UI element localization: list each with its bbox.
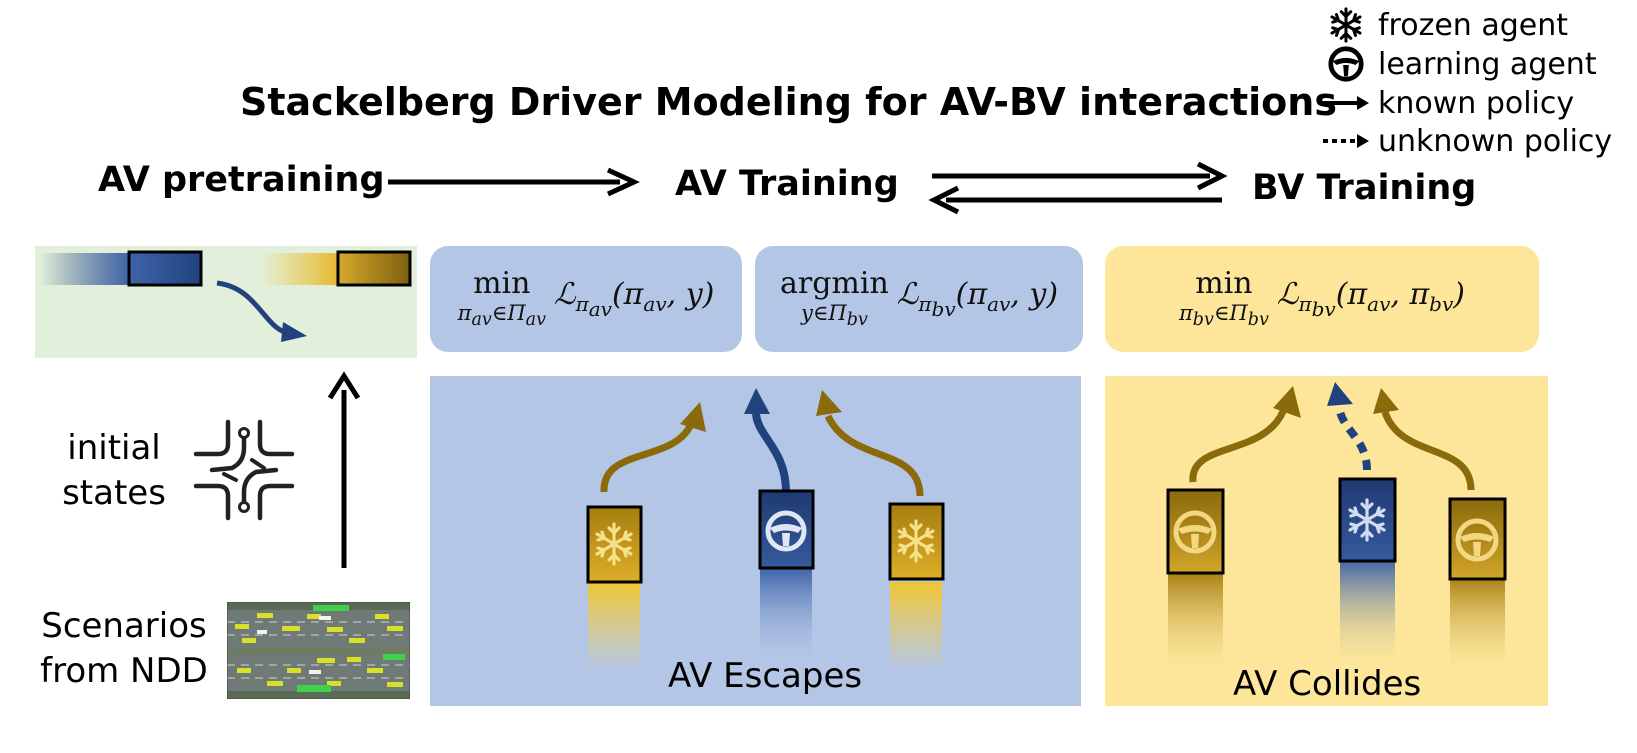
scenarios-line: from NDD <box>40 650 208 691</box>
bv-to-av-arrow <box>928 185 1222 215</box>
formula-bv-min: min πbv∈Πbv ℒπbv(πav, πbv) <box>1105 246 1539 352</box>
intersection-icon <box>193 419 295 521</box>
legend-label: frozen agent <box>1378 7 1569 43</box>
av-car-frozen <box>1338 477 1397 563</box>
legend-item-learning: learning agent <box>1320 45 1597 83</box>
av-collides-panel: AV Collides <box>1105 376 1548 706</box>
formula-operator: min <box>1195 265 1253 301</box>
formula-subscript: πbv∈Πbv <box>1178 300 1269 330</box>
av-arrowhead <box>1327 382 1353 406</box>
bv-right-path <box>1381 410 1475 491</box>
formula-limit: min πav∈Πav <box>457 265 546 330</box>
steering-wheel-icon <box>765 510 807 552</box>
scenarios-label: Scenarios from NDD <box>30 604 218 694</box>
scenarios-line: Scenarios <box>41 606 207 646</box>
pretraining-panel <box>35 246 417 358</box>
snowflake-icon <box>595 522 633 566</box>
av-car <box>127 250 203 287</box>
lane-change-arrowhead <box>281 322 307 342</box>
formula-expression: ℒπav(πav, y) <box>553 277 715 321</box>
bv-trail <box>890 582 942 672</box>
av-escapes-illustration <box>586 388 945 672</box>
bv-left-path <box>1189 404 1289 483</box>
pretraining-to-training-arrow <box>388 167 640 197</box>
legend-item-frozen: frozen agent <box>1320 6 1568 44</box>
legend-item-known: known policy <box>1320 84 1574 122</box>
av-trail <box>1340 560 1395 672</box>
formula-operator: argmin <box>779 265 889 301</box>
stage-av-training: AV Training <box>675 164 899 204</box>
snowflake-icon <box>1320 6 1372 44</box>
bv-right-path <box>824 414 924 497</box>
bv-trail <box>588 582 640 672</box>
stage-bv-training: BV Training <box>1252 168 1477 208</box>
bv-trail <box>1168 572 1223 680</box>
snowflake-icon <box>897 519 935 563</box>
diagram-title: Stackelberg Driver Modeling for AV-BV in… <box>240 80 1337 124</box>
bv-right-arrowhead <box>816 390 842 416</box>
bv-car-learning <box>1448 497 1507 581</box>
formula-limit: argmin y∈Πbv <box>779 265 889 330</box>
ndd-scenario-thumbnail <box>227 602 410 699</box>
av-escapes-panel: AV Escapes <box>430 376 1081 706</box>
formula-subscript: πav∈Πav <box>457 300 546 330</box>
av-arrowhead <box>744 388 770 414</box>
av-trail <box>760 568 812 668</box>
av-trail <box>40 253 130 285</box>
solid-arrow-icon <box>1320 84 1372 122</box>
lane-change-illustration <box>40 250 412 342</box>
up-arrow <box>327 371 361 568</box>
formula-expression: ℒπbv(πav, y) <box>896 277 1059 321</box>
bv-car-frozen <box>888 502 945 581</box>
legend-label: learning agent <box>1378 46 1597 82</box>
steering-wheel-icon <box>1173 510 1217 554</box>
av-to-bv-arrow <box>932 161 1228 191</box>
bv-right-arrowhead <box>1373 388 1399 414</box>
av-escapes-caption: AV Escapes <box>668 656 863 696</box>
bv-trail <box>260 253 340 285</box>
steering-wheel-icon <box>1455 518 1499 562</box>
av-collides-caption: AV Collides <box>1233 664 1422 704</box>
legend-label: known policy <box>1378 85 1575 121</box>
legend-item-unknown: unknown policy <box>1320 122 1612 160</box>
bv-car <box>336 250 412 287</box>
snowflake-icon <box>1348 498 1386 542</box>
initial-states-line: states <box>62 472 166 513</box>
bv-left-arrowhead <box>1273 386 1301 418</box>
stage-av-pretraining: AV pretraining <box>98 160 385 200</box>
formula-av-argmin: argmin y∈Πbv ℒπbv(πav, y) <box>755 246 1083 352</box>
bv-left-arrowhead <box>680 402 706 432</box>
formula-subscript: y∈Πbv <box>800 300 868 330</box>
initial-states-line: initial <box>67 428 161 468</box>
av-path <box>752 411 790 493</box>
formula-expression: ℒπbv(πav, πbv) <box>1276 277 1465 321</box>
formula-av-min: min πav∈Πav ℒπav(πav, y) <box>430 246 742 352</box>
av-unknown-path <box>1335 405 1371 471</box>
bv-car-frozen <box>586 505 643 584</box>
av-car-learning <box>758 489 815 570</box>
av-collides-illustration <box>1166 382 1507 680</box>
bv-car-learning <box>1166 488 1225 575</box>
legend-label: unknown policy <box>1378 123 1613 159</box>
steering-wheel-icon <box>1320 45 1372 83</box>
formula-operator: min <box>473 265 531 301</box>
stage-arrows <box>388 161 1228 215</box>
formula-limit: min πbv∈Πbv <box>1178 265 1269 330</box>
bv-left-path <box>600 420 696 493</box>
lane-change-path <box>216 280 288 336</box>
dashed-arrow-icon <box>1320 122 1372 160</box>
bv-trail <box>1450 576 1505 680</box>
initial-states-label: initial states <box>50 426 178 516</box>
